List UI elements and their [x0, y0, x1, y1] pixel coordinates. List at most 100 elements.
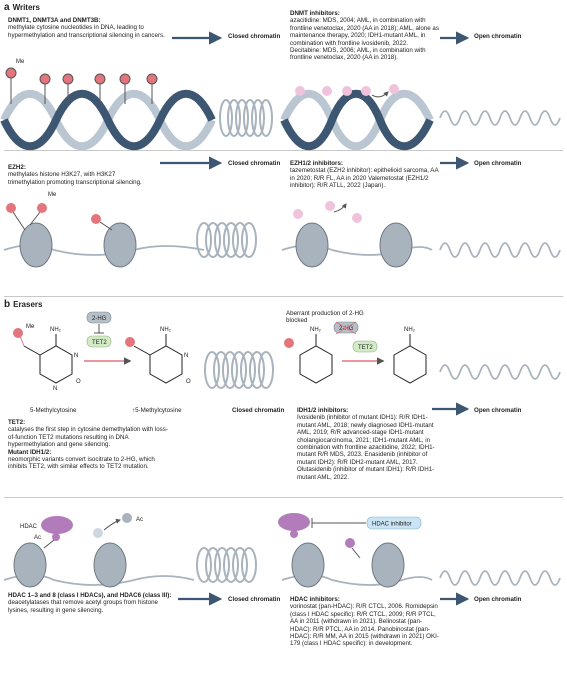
open-chromatin-1: [439, 110, 561, 126]
hdac-inhib-desc: vorinostat (pan-HDAC): R/R CTCL, 2006. R…: [290, 603, 439, 648]
hdac-enzyme: [278, 513, 310, 531]
acetyl-mark: [345, 538, 355, 548]
methylcytosine-structure: [19, 334, 73, 384]
section-b-title: Erasers: [13, 300, 43, 309]
idh-inhib-title: IDH1/2 inhibitors:: [297, 407, 349, 414]
separator-sections: [4, 296, 563, 297]
erasers-closed-label: Closed chromatin: [232, 407, 285, 414]
methyl-mark-faint: [389, 84, 399, 94]
methyl-mark: [94, 73, 106, 85]
dnmt-closed-label: Closed chromatin: [228, 33, 281, 40]
methyl-mark: [62, 73, 74, 85]
acetyl-released: [122, 513, 132, 523]
methyl-mark: [6, 203, 16, 213]
dnmt-description: DNMT1, DNMT3A and DNMT3B: methylate cyto…: [8, 17, 168, 39]
tet2-desc: catalyses the first step in cytosine dem…: [8, 426, 168, 449]
flow-arrows: [160, 31, 470, 606]
methyl-mark-faint: [325, 201, 335, 211]
nucleosome: [295, 222, 329, 268]
dnmt-inhib-title: DNMT inhibitors:: [290, 10, 340, 17]
tet2-title: TET2:: [8, 419, 26, 426]
idh-desc: neomorphic variants convert isocitrate t…: [8, 456, 155, 471]
aberrant-label: Aberrant production of 2-HG blocked: [286, 310, 364, 325]
nucleosomes-ezh2-inhibited: [281, 201, 433, 268]
closed-chromatin-coil-1: [219, 99, 273, 137]
me-label-ezh2: Me: [48, 192, 57, 198]
nucleosome: [103, 222, 137, 268]
methyl-group: [125, 337, 135, 347]
idh-inhib-desc: Ivosidenib (inhibitor of mutant IDH1): R…: [297, 414, 435, 481]
methyl-mark-faint: [361, 86, 371, 96]
methylcytosine-label: 5-Methylcytosine: [30, 407, 77, 414]
dnmt-open-label: Open chromatin: [474, 33, 522, 40]
ezh2-inhib-title: EZH1/2 inhibitors:: [290, 160, 343, 167]
chem-n3: N: [184, 353, 188, 359]
section-b-letter: b: [4, 299, 11, 310]
me-label: Me: [16, 59, 25, 65]
acetyl-mark-faint: [93, 528, 103, 538]
dna-helix-methylated: [0, 89, 216, 151]
hydroxymethylcytosine-structure: [133, 334, 183, 384]
chem-n2: N: [53, 386, 57, 392]
chem-nh2: NH₂: [50, 327, 62, 333]
hdac-desc: deacetylatases that remove acetyl groups…: [8, 599, 158, 614]
tet2-description: TET2: catalyses the first step in cytosi…: [8, 419, 168, 471]
methyl-marks-faint: [295, 84, 399, 96]
methyl-mark-faint: [322, 86, 332, 96]
methyl-mark: [37, 203, 47, 213]
methyl-mark-faint: [352, 213, 362, 223]
nucleosomes-ezh2: [3, 203, 205, 268]
hdac-inhibitor-label: HDAC inhibitor: [372, 522, 412, 528]
me-label-chem: Me: [26, 324, 35, 330]
hdac-inhibitor-box: [366, 516, 422, 530]
methyl-group: [284, 338, 294, 348]
methyl-mark: [91, 214, 101, 224]
ezh2-inhib-desc: tazemetostat (EZH2 inhibitor): epithelio…: [290, 167, 439, 190]
ac-label-2: Ac: [136, 517, 143, 523]
chem-o: O: [76, 379, 81, 385]
nucleosome: [19, 222, 53, 268]
ezh2-title: EZH2:: [8, 164, 26, 171]
hm-text: 5-Methylcytosine: [135, 407, 182, 414]
nucleosomes-hdac-inhibited: [278, 513, 433, 588]
chem-o2: O: [186, 379, 191, 385]
hydroxymethylcytosine-label: ↑5-Methylcytosine: [132, 407, 182, 414]
closed-chromatin-coil-3: [204, 351, 274, 389]
nucleosome: [93, 542, 127, 588]
open-chromatin-4: [439, 570, 561, 586]
ac-label: Ac: [34, 535, 41, 541]
separator-writers: [4, 150, 563, 151]
hdac-label: HDAC: [20, 524, 38, 530]
tet2-box-label: TET2: [92, 340, 107, 346]
idh-title: Mutant IDH1/2:: [8, 448, 52, 456]
dnmt-inhib-desc: azacitidine: MDS, 2004; AML, in combinat…: [290, 17, 439, 62]
hdac-inhibitors: HDAC inhibitors: vorinostat (pan-HDAC): …: [290, 596, 440, 648]
ezh2-closed-label: Closed chromatin: [228, 160, 281, 167]
hm-prefix: ↑: [132, 407, 136, 414]
ezh2-open-label: Open chromatin: [474, 160, 522, 167]
hdac-inhib-title: HDAC inhibitors:: [290, 596, 340, 603]
closed-chromatin-coil-2: [196, 222, 257, 258]
methyl-mark-faint: [293, 209, 303, 219]
methylcytosine-structure-2: [299, 334, 333, 384]
hdac-open-label: Open chromatin: [474, 596, 522, 603]
acetyl-mark: [52, 533, 60, 541]
methyl-mark: [5, 67, 17, 79]
nucleosome: [379, 222, 413, 268]
tet2-box: [86, 335, 112, 348]
methyl-mark: [39, 73, 51, 85]
nucleosome: [291, 542, 325, 588]
hdac-closed-label: Closed chromatin: [228, 596, 281, 603]
nucleosome: [13, 542, 47, 588]
dnmt-title: DNMT1, DNMT3A and DNMT3B:: [8, 17, 101, 24]
chem-nh2-2: NH₂: [160, 327, 172, 333]
hg-box: [86, 311, 112, 324]
methyl-marks-dnmt: [5, 67, 158, 104]
chem-nh2-4: NH₂: [404, 327, 416, 333]
methyl-group: [13, 328, 23, 338]
methyl-mark: [146, 73, 158, 85]
hg-box-blocked-label: 2-HG: [339, 326, 354, 332]
nucleosome: [371, 542, 405, 588]
